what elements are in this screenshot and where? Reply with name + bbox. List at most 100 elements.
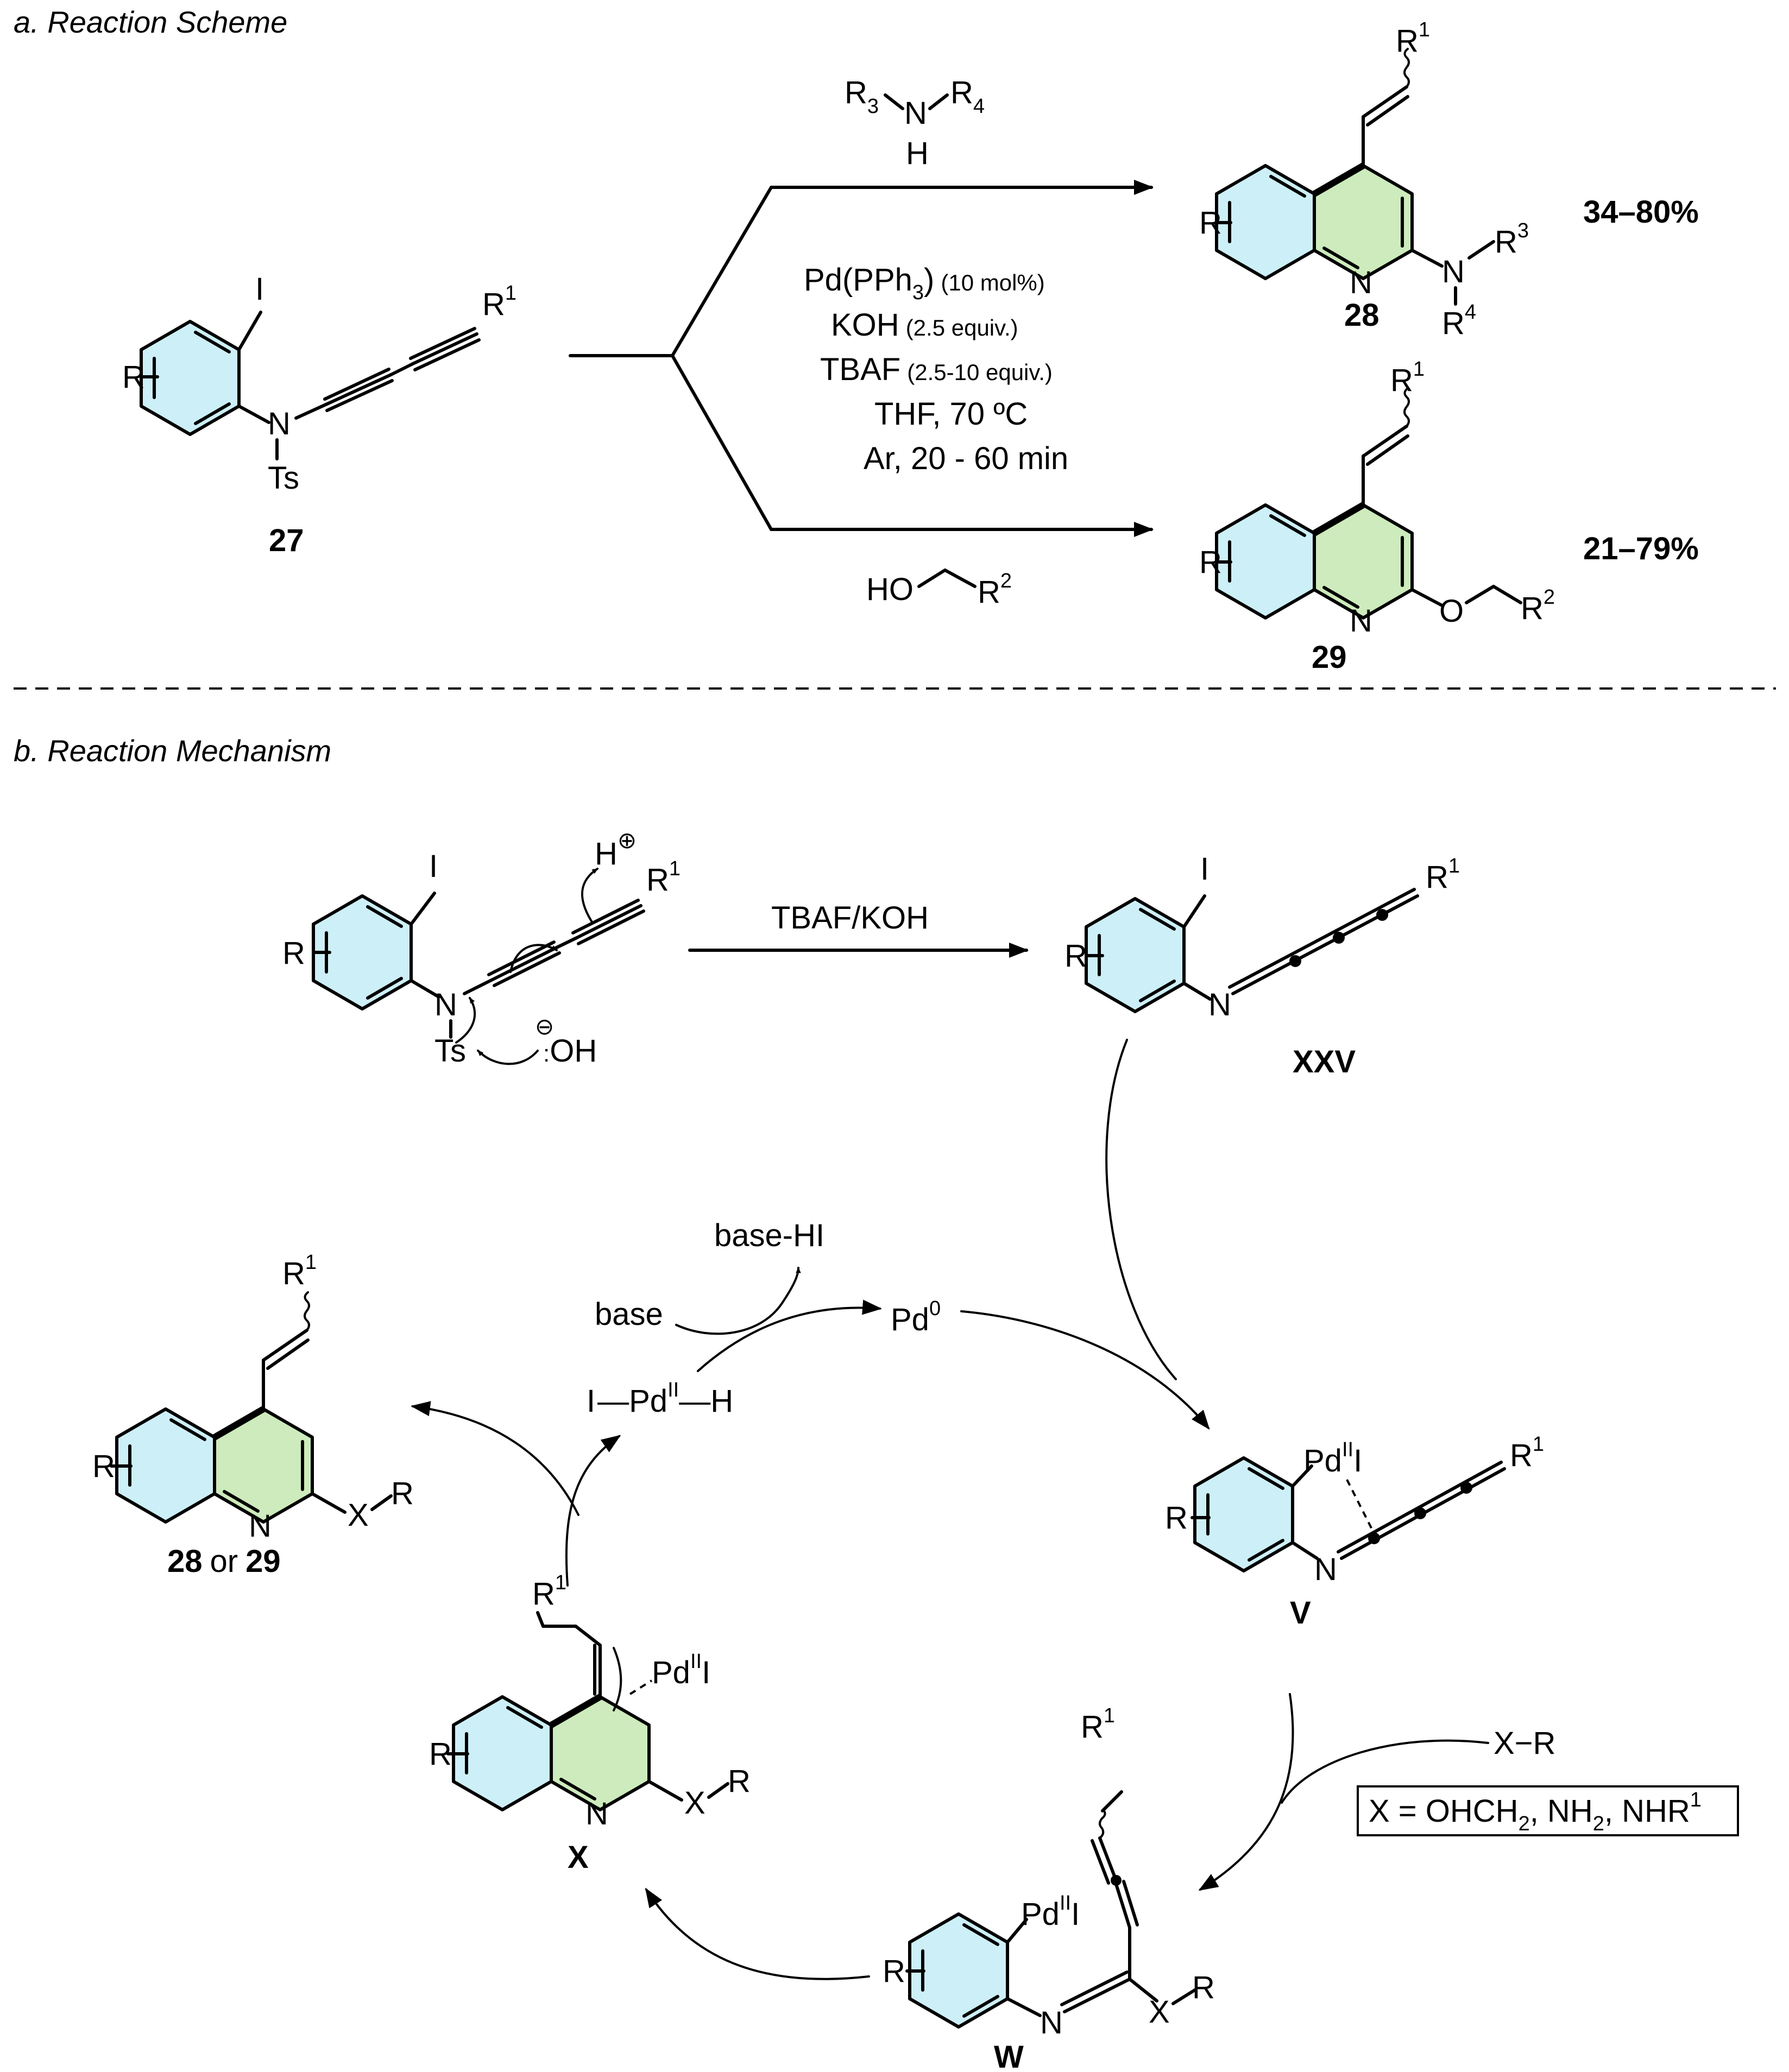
svg-text:X: X [1149, 1994, 1170, 2030]
svg-text:R1: R1 [646, 857, 681, 898]
svg-text:I—PdII—H: I—PdII—H [587, 1379, 733, 1419]
svg-text:R1: R1 [1390, 358, 1425, 398]
panel-a-title: a. Reaction Scheme [14, 5, 287, 39]
cycle-arrow-oxidative-addition [960, 1310, 1210, 1430]
svg-text:TBAF/KOH: TBAF/KOH [771, 900, 929, 936]
svg-text:PdIII: PdIII [652, 1650, 710, 1690]
pd0-catalyst: Pd0 [891, 1297, 941, 1337]
compound-27: I R N Ts R1 27 [122, 271, 516, 558]
svg-text:HO: HO [866, 572, 914, 607]
arrow-nucleophile-entry [1281, 1739, 1489, 1804]
svg-text:N: N [249, 1508, 272, 1544]
alcohol-reagent: HO R2 [866, 568, 1012, 610]
svg-text:PdIII: PdIII [1021, 1892, 1080, 1932]
x-definition-box [1357, 1785, 1739, 1836]
intermediate-x: R1 PdIII R N X R X [429, 1571, 751, 1875]
svg-text:THF, 70 ºC: THF, 70 ºC [874, 396, 1028, 432]
svg-text:R: R [391, 1476, 414, 1511]
svg-text:N: N [1350, 603, 1372, 639]
reaction-conditions: Pd(PPh3)(10 mol%) KOH(2.5 equiv.) TBAF(2… [804, 262, 1068, 476]
svg-text:TBAF(2.5-10 equiv.): TBAF(2.5-10 equiv.) [820, 352, 1053, 387]
cycle-arrow-cyclization [645, 1887, 870, 1980]
svg-text:X: X [684, 1785, 705, 1821]
iodo-label: I [255, 271, 264, 307]
starting-ynamide: I R N Ts R1 H⊕ :OH ⊖ [282, 827, 681, 1069]
svg-text:R1: R1 [532, 1571, 566, 1612]
compound-number: 27 [269, 523, 304, 558]
svg-text:N: N [1442, 254, 1465, 289]
svg-text:H⊕: H⊕ [595, 827, 637, 871]
svg-text:Pd0: Pd0 [891, 1297, 941, 1337]
svg-text:R: R [883, 1954, 905, 1989]
amine-reagent: R3 N R4 H [845, 75, 985, 171]
svg-text:R2: R2 [978, 570, 1012, 610]
svg-text:R3: R3 [1495, 219, 1529, 260]
svg-text:XXV: XXV [1293, 1044, 1356, 1079]
yield-28: 34–80% [1583, 194, 1699, 230]
base-label: base [595, 1297, 663, 1332]
cycle-arrow-nucleophile [1198, 1693, 1294, 1891]
svg-text:N: N [585, 1796, 608, 1831]
svg-text:R: R [1064, 938, 1087, 974]
base-hi-label: base-HI [714, 1218, 824, 1253]
svg-text:R1: R1 [1510, 1433, 1544, 1473]
r1-label: R1 [482, 282, 516, 322]
svg-text:X = OHCH2, NH2, NHR1: X = OHCH2, NH2, NHR1 [1369, 1789, 1702, 1835]
svg-text:R4: R4 [1442, 301, 1476, 341]
svg-text:R: R [728, 1764, 751, 1799]
r-substituent: R [122, 359, 145, 395]
svg-text:N: N [904, 96, 927, 131]
n-label: N [268, 406, 291, 441]
svg-text:N: N [1350, 265, 1372, 300]
svg-text:PdIII: PdIII [1303, 1438, 1362, 1479]
svg-text::OH: :OH [543, 1033, 597, 1069]
svg-text:R3: R3 [845, 75, 879, 118]
nucleophile: X−R X = OHCH2, NH2, NHR1 [1357, 1726, 1739, 1836]
svg-text:R: R [1165, 1500, 1188, 1536]
svg-text:R1: R1 [1396, 18, 1430, 59]
svg-text:R1: R1 [1081, 1704, 1115, 1745]
arrow-xxv-entry [1105, 1039, 1177, 1380]
panel-b-title: b. Reaction Mechanism [14, 734, 331, 768]
svg-text:R4: R4 [950, 75, 985, 118]
svg-text:R: R [282, 936, 305, 971]
svg-text:Ar, 20 - 60 min: Ar, 20 - 60 min [864, 441, 1068, 476]
svg-text:⊖: ⊖ [535, 1014, 554, 1039]
svg-text:R1: R1 [282, 1251, 317, 1291]
svg-text:R1: R1 [1426, 855, 1460, 895]
svg-text:I: I [429, 849, 438, 884]
compound-29: R1 R N O R2 29 21–79% [1199, 358, 1699, 675]
compound-28: R1 R N N R3 R4 28 34–80% [1199, 18, 1699, 341]
pd-hydride: I—PdII—H [587, 1379, 733, 1419]
deprotection-step: TBAF/KOH [688, 900, 1029, 958]
svg-text:X: X [568, 1840, 589, 1875]
svg-text:X−R: X−R [1494, 1726, 1555, 1761]
svg-text:O: O [1439, 593, 1464, 629]
svg-text:N: N [1314, 1552, 1337, 1587]
svg-text:N: N [1040, 2005, 1063, 2041]
ts-label: Ts [268, 460, 299, 496]
svg-text:KOH(2.5 equiv.): KOH(2.5 equiv.) [831, 307, 1018, 343]
svg-text:N: N [434, 987, 457, 1022]
cycle-arrow-beta-elimination [565, 1435, 621, 1587]
intermediate-v: R PdIII N R1 V [1165, 1433, 1544, 1631]
svg-text:H: H [906, 136, 929, 171]
svg-text:V: V [1290, 1595, 1311, 1631]
intermediate-xxv: I R N R1 XXV [1064, 851, 1460, 1079]
forked-reaction-arrow [569, 180, 1154, 537]
cycle-arrow-regeneration [697, 1299, 882, 1372]
svg-text:R2: R2 [1521, 586, 1555, 626]
svg-text:W: W [994, 2039, 1024, 2072]
svg-text:I: I [1200, 851, 1209, 887]
svg-text:29: 29 [1312, 640, 1347, 675]
yield-29: 21–79% [1583, 531, 1699, 566]
svg-text:X: X [348, 1498, 369, 1533]
svg-text:R: R [1192, 1970, 1215, 2005]
svg-text:N: N [1208, 987, 1231, 1022]
intermediate-w: R PdIII N X R R1 W [883, 1704, 1215, 2072]
svg-text:28: 28 [1344, 298, 1379, 333]
arrow-product-release [411, 1401, 579, 1516]
